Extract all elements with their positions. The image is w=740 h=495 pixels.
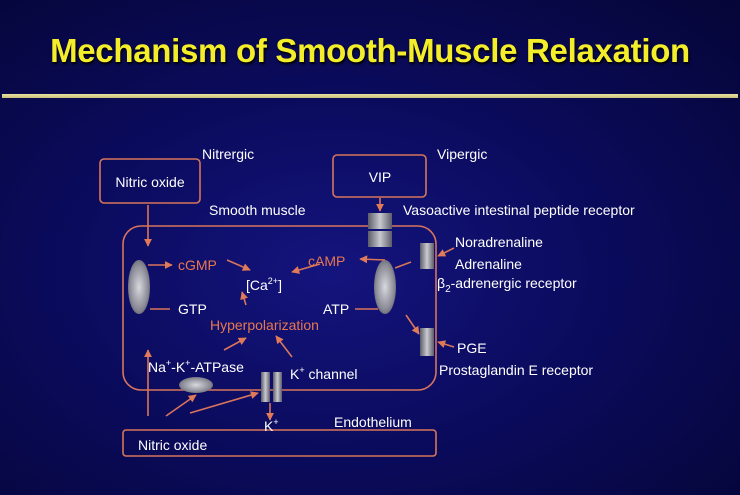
vipergic-label: Vipergic <box>437 146 487 162</box>
arrow-to-camp <box>359 255 386 264</box>
na-k-atpase-icon <box>179 377 213 393</box>
k-channel-icon-left <box>261 372 270 402</box>
vip-receptor-icon-lower <box>368 231 392 247</box>
na-k-atpase-label: Na+-K+-ATPase <box>148 358 244 375</box>
arrow-endo-to-atpase <box>165 394 197 417</box>
vip-box <box>332 154 427 198</box>
k-channel-icon-right <box>273 372 282 402</box>
vip-receptor-icon <box>368 213 392 229</box>
smooth-muscle-label: Smooth muscle <box>209 202 306 218</box>
arrow-noradrenaline <box>437 247 455 257</box>
arrow-camp-to-ca <box>291 263 321 274</box>
guanylate-cyclase-icon <box>128 260 150 314</box>
beta2-receptor-icon <box>420 243 434 269</box>
noradrenaline-label: Noradrenaline <box>455 234 543 250</box>
adrenaline-label: Adrenaline <box>455 256 522 272</box>
nitrergic-label: Nitrergic <box>202 146 254 162</box>
hyperpolarization-label: Hyperpolarization <box>210 317 319 333</box>
arrow-hyper-to-ca <box>240 291 248 306</box>
nitric-oxide-box <box>99 158 201 204</box>
adenylate-cyclase-icon <box>374 260 396 314</box>
arrow-pge <box>437 340 455 348</box>
vip-label: VIP <box>369 169 392 185</box>
pge-receptor-icon <box>420 328 434 356</box>
k-channel-label: K+ channel <box>290 365 358 382</box>
pge-label: PGE <box>457 340 487 356</box>
cgmp-label: cGMP <box>178 257 217 273</box>
endothelium-label: Endothelium <box>334 414 412 430</box>
endothelium-box <box>122 429 437 457</box>
endothelium-nitric-oxide-label: Nitric oxide <box>138 437 207 453</box>
line-beta-to-ac <box>394 261 412 269</box>
k-ion-label: K+ <box>264 417 279 434</box>
calcium-label: [Ca2+] <box>246 276 282 293</box>
gtp-label: GTP <box>178 301 207 317</box>
slide-title: Mechanism of Smooth-Muscle Relaxation <box>50 32 690 69</box>
beta2-receptor-label: β2-adrenergic receptor <box>437 275 577 295</box>
pge-receptor-label: Prostaglandin E receptor <box>439 362 593 378</box>
arrow-cgmp-to-ca <box>226 259 251 271</box>
camp-label: cAMP <box>308 253 345 269</box>
arrow-atpase-to-hyper <box>223 337 247 351</box>
nitric-oxide-label: Nitric oxide <box>115 174 184 190</box>
vip-receptor-label: Vasoactive intestinal peptide receptor <box>403 202 635 218</box>
arrow-pge-to-ac <box>405 314 420 335</box>
atp-label: ATP <box>323 301 349 317</box>
arrow-endo-to-kchannel <box>189 391 259 414</box>
title-rule <box>2 94 738 98</box>
arrow-kchannel-to-hyper <box>275 335 293 358</box>
